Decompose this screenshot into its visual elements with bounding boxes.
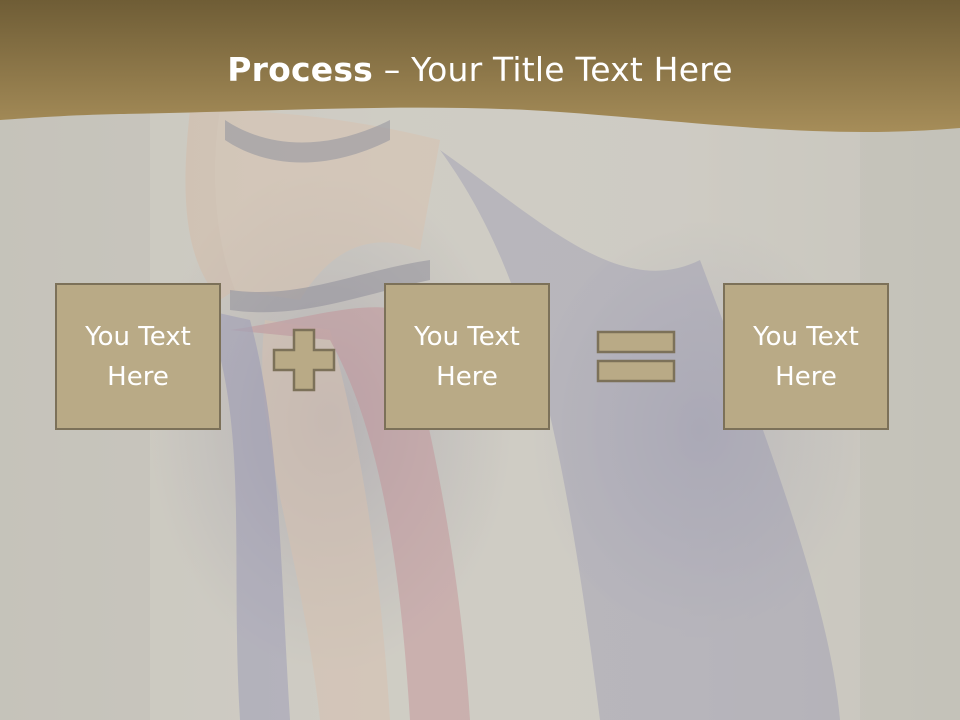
plus-icon [272,328,336,392]
process-box-1-text: You Text Here [85,321,191,392]
title-band: Process – Your Title Text Here [0,0,960,140]
process-box-1[interactable]: You Text Here [55,283,221,430]
process-box-2-text: You Text Here [414,321,520,392]
page-title: Process – Your Title Text Here [0,50,960,89]
process-box-3[interactable]: You Text Here [723,283,889,430]
process-box-3-text: You Text Here [753,321,859,392]
title-strong: Process [227,50,374,89]
process-box-2[interactable]: You Text Here [384,283,550,430]
equals-icon [596,330,678,384]
title-rest: – Your Title Text Here [373,50,733,89]
